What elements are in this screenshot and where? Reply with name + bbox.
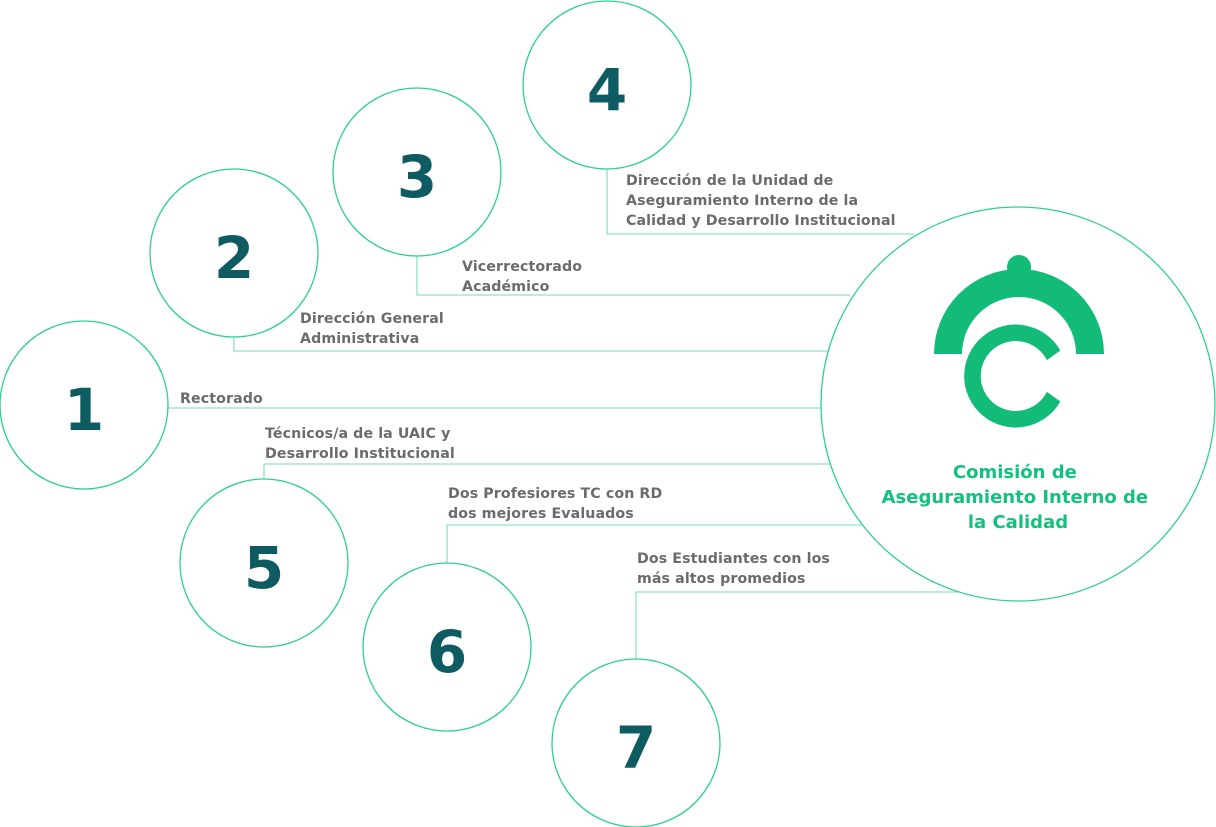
connector-4 [606,168,914,235]
node-number: 6 [427,618,467,686]
node-3: 3 [332,87,502,257]
label-line: Dirección General [300,311,444,327]
center-title-line: Aseguramiento Interno de [882,487,1149,508]
center-circle [820,206,1216,602]
node-number: 1 [64,376,104,444]
labels: Rectorado Dirección General Administrati… [180,173,896,587]
node-circle [149,168,319,338]
connectors [168,168,958,659]
node-label-7: Dos Estudiantes con los más altos promed… [637,551,835,587]
label-line: dos mejores Evaluados [448,506,634,522]
node-label-2: Dirección General Administrativa [300,311,449,347]
node-circle [332,87,502,257]
node-circle [362,562,532,732]
node-number: 3 [397,143,437,211]
node-label-6: Dos Profesiores TC con RD dos mejores Ev… [448,486,667,522]
node-label-1: Rectorado [180,391,263,407]
node-number: 5 [244,534,284,602]
connector-2 [233,335,828,352]
connector-5 [263,463,831,479]
center-title: Comisión de Aseguramiento Interno de la … [882,462,1155,533]
node-number: 7 [616,714,656,782]
label-line: Dos Profesiores TC con RD [448,486,662,502]
label-line: Rectorado [180,391,263,407]
label-line: Académico [462,279,550,295]
center-title-line: la Calidad [968,512,1068,533]
label-line: Dos Estudiantes con los [637,551,830,567]
center-title-line: Comisión de [953,462,1077,483]
connector-6 [446,524,864,563]
node-circle [551,658,721,827]
node-4: 4 [522,0,692,170]
node-circle [0,320,169,490]
connector-3 [416,255,850,296]
node-label-4: Dirección de la Unidad de Aseguramiento … [626,173,896,229]
node-7: 7 [551,658,721,827]
node-number: 4 [587,56,627,124]
center-node: Comisión de Aseguramiento Interno de la … [820,206,1216,602]
label-line: Administrativa [300,331,419,347]
node-1: 1 [0,320,169,490]
label-line: Desarrollo Institucional [265,446,455,462]
logo-arch [934,269,1104,354]
node-label-5: Técnicos/a de la UAIC y Desarrollo Insti… [265,426,455,462]
node-circle [522,0,692,170]
commission-logo-icon [934,255,1104,428]
node-6: 6 [362,562,532,732]
node-circle [179,478,349,648]
connector-7 [635,591,958,659]
label-line: Dirección de la Unidad de [626,173,833,189]
label-line: Aseguramiento Interno de la [626,193,858,209]
label-line: Vicerrectorado [462,259,582,275]
label-line: Técnicos/a de la UAIC y [265,426,450,442]
node-label-3: Vicerrectorado Académico [462,259,587,295]
node-2: 2 [149,168,319,338]
logo-c-shape [964,324,1061,428]
label-line: más altos promedios [637,571,806,587]
node-5: 5 [179,478,349,648]
node-number: 2 [214,224,254,292]
label-line: Calidad y Desarrollo Institucional [626,213,896,229]
